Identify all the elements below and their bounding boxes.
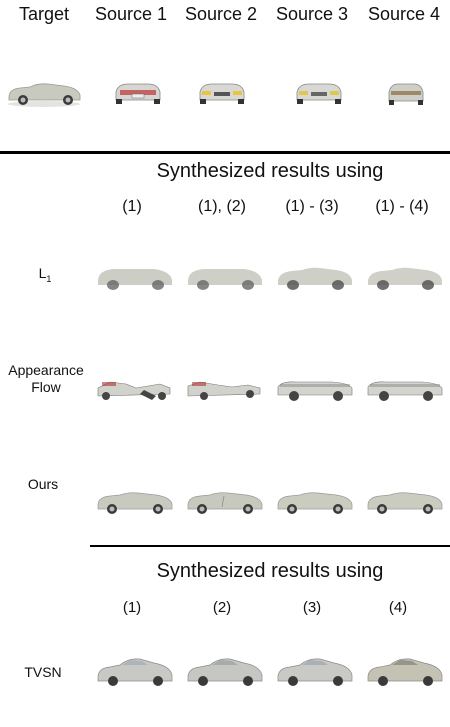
section-2-col-1: (1) [122,599,142,616]
tvsn-result-car-image [366,654,444,688]
l1-result-car-image [96,262,174,292]
tvsn-result-car-image [276,654,354,688]
source-3-car-image [293,80,345,106]
section-divider-top [0,151,450,154]
l1-result-car-image [276,262,354,292]
l1-result-car-image [186,262,264,292]
ours-result-car-image [96,486,174,516]
ours-result-car-image [186,486,264,516]
section-2-title: Synthesized results using [156,560,384,582]
header-source-3: Source 3 [275,4,349,24]
header-source-2: Source 2 [184,4,258,24]
section-2-col-2: (2) [212,599,232,616]
section-1-col-1: (1) [122,198,142,215]
tvsn-result-car-image [186,654,264,688]
section-1-col-3: (1) - (3) [285,198,339,215]
row-label-l1: L1 [38,265,52,284]
source-2-car-image [196,80,248,106]
ours-result-car-image [276,486,354,516]
header-source-4: Source 4 [367,4,441,24]
section-1-col-4: (1) - (4) [375,198,429,215]
appearance-flow-result-car-image [276,374,354,404]
tvsn-result-car-image [96,654,174,688]
row-label-ours: Ours [27,476,59,492]
row-label-tvsn: TVSN [24,664,62,680]
section-2-col-4: (4) [388,599,408,616]
section-1-col-2: (1), (2) [198,198,246,215]
l1-result-car-image [366,262,444,292]
header-source-1: Source 1 [94,4,168,24]
ours-result-car-image [366,486,444,516]
appearance-flow-result-car-image [366,374,444,404]
section-1-title: Synthesized results using [156,160,384,182]
source-1-car-image [112,80,164,106]
appearance-flow-result-car-image [186,374,264,404]
section-divider-bottom [90,545,450,547]
header-target: Target [18,4,70,24]
section-2-col-3: (3) [302,599,322,616]
source-4-car-image [386,80,426,106]
row-label-appearance-flow: Appearance Flow [8,362,84,395]
target-car-image [6,78,82,108]
appearance-flow-result-car-image [96,374,174,404]
